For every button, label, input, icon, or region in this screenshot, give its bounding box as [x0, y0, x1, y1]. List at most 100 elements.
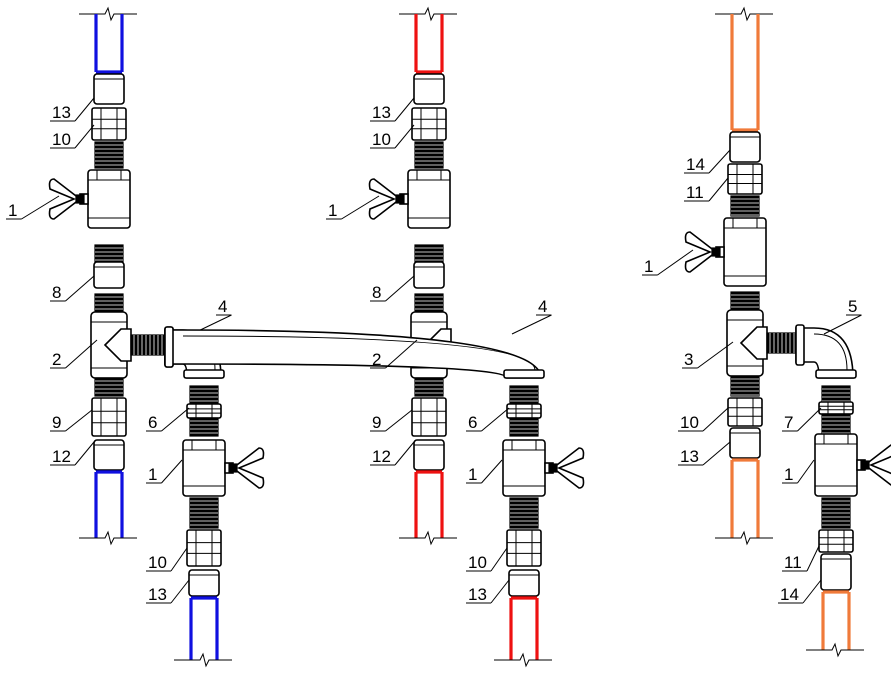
threaded-nipple — [821, 413, 851, 435]
position-number: 13 — [372, 103, 391, 122]
threaded-nipple — [730, 291, 760, 311]
leader-line — [708, 177, 729, 202]
position-number: 10 — [148, 553, 167, 572]
press-adapter — [508, 569, 540, 597]
leader-line — [708, 149, 731, 174]
adapter-body — [729, 427, 761, 459]
thread-body — [94, 377, 124, 397]
position-number: 10 — [468, 553, 487, 572]
tee-fitting — [90, 311, 166, 379]
union-nut — [727, 163, 763, 195]
ball-valve — [684, 217, 767, 287]
label-union-bottom: 10 — [146, 547, 188, 572]
position-number: 6 — [148, 413, 157, 432]
valve-body — [814, 433, 858, 497]
thread-body — [130, 334, 166, 356]
position-number: 1 — [784, 465, 793, 484]
press-adapter — [413, 439, 445, 471]
label-adapter-bottom: 14 — [778, 579, 822, 604]
break-line-symbol — [174, 652, 232, 668]
leader-line — [65, 339, 98, 369]
nut-body — [411, 397, 447, 437]
leader-line — [481, 407, 510, 432]
position-number: 2 — [52, 350, 61, 369]
label-elbow: 5 — [823, 297, 862, 335]
elbow-socket — [183, 369, 225, 379]
thread-body — [189, 417, 219, 437]
elbow-fitting — [164, 326, 545, 379]
label-coupling-low: 9 — [50, 409, 93, 432]
union-nut — [818, 529, 854, 553]
pipe-section — [189, 596, 219, 660]
press-adapter — [820, 553, 852, 591]
tee-fitting — [726, 309, 797, 377]
pipe-section — [730, 14, 760, 132]
leader-line — [702, 407, 729, 432]
position-number: 4 — [538, 297, 547, 316]
threaded-nipple — [509, 497, 539, 529]
label-adapter-low: 13 — [678, 441, 731, 466]
pipe-section — [730, 458, 760, 538]
ball-valve — [368, 169, 451, 229]
break-line-symbol — [494, 652, 552, 668]
elbow-fitting — [795, 324, 857, 379]
position-number: 1 — [644, 257, 653, 276]
label-coupling-low: 9 — [370, 409, 413, 432]
label-nipple: 8 — [370, 275, 415, 302]
position-number: 11 — [784, 553, 802, 572]
leader-line — [21, 195, 60, 220]
elbow-socket — [815, 369, 857, 379]
position-number: 8 — [52, 283, 61, 302]
pipe-section — [509, 596, 539, 660]
press-adapter — [413, 73, 445, 105]
valve-body — [182, 439, 226, 497]
ball-valve — [502, 439, 585, 497]
threaded-nipple — [730, 195, 760, 217]
butterfly-handle-icon — [684, 231, 718, 273]
leader-line — [170, 547, 188, 572]
leader-line — [385, 275, 415, 302]
handle-screw — [548, 463, 558, 473]
pipe-section — [821, 590, 851, 650]
elbow-highlight — [813, 333, 848, 371]
thread-body — [766, 332, 797, 354]
nut-body — [91, 107, 127, 141]
ball-valve — [48, 169, 131, 229]
butterfly-handle-icon — [48, 178, 82, 220]
position-number: 14 — [686, 155, 705, 174]
leader-line — [806, 545, 820, 572]
leader-line — [74, 97, 95, 122]
leader-line — [702, 441, 731, 466]
threaded-nipple — [414, 377, 444, 397]
elbow-socket — [795, 324, 805, 366]
leader-line — [385, 409, 413, 432]
press-adapter — [729, 427, 761, 459]
handle-screw — [395, 194, 405, 204]
thread-body — [94, 244, 124, 263]
adapter-body — [93, 73, 125, 105]
label-valve-top: 1 — [642, 249, 694, 276]
position-number: 9 — [52, 413, 61, 432]
branch-thread — [130, 334, 166, 356]
leader-line — [74, 441, 95, 466]
thread-body — [414, 141, 444, 169]
leader-line — [802, 579, 822, 604]
leader-line — [385, 339, 418, 369]
position-number: 12 — [372, 447, 391, 466]
label-valve-bottom: 1 — [146, 459, 183, 484]
press-adapter — [93, 439, 125, 471]
union-nut — [186, 403, 222, 419]
label-valve-top: 1 — [326, 195, 380, 220]
label-tee: 2 — [370, 339, 418, 369]
press-adapter — [413, 261, 445, 289]
valve-body — [407, 169, 451, 229]
position-number: 14 — [780, 585, 799, 604]
position-number: 1 — [468, 465, 477, 484]
label-adapter-top: 13 — [370, 97, 415, 122]
union-nut — [411, 397, 447, 437]
break-line-symbol — [715, 6, 773, 22]
